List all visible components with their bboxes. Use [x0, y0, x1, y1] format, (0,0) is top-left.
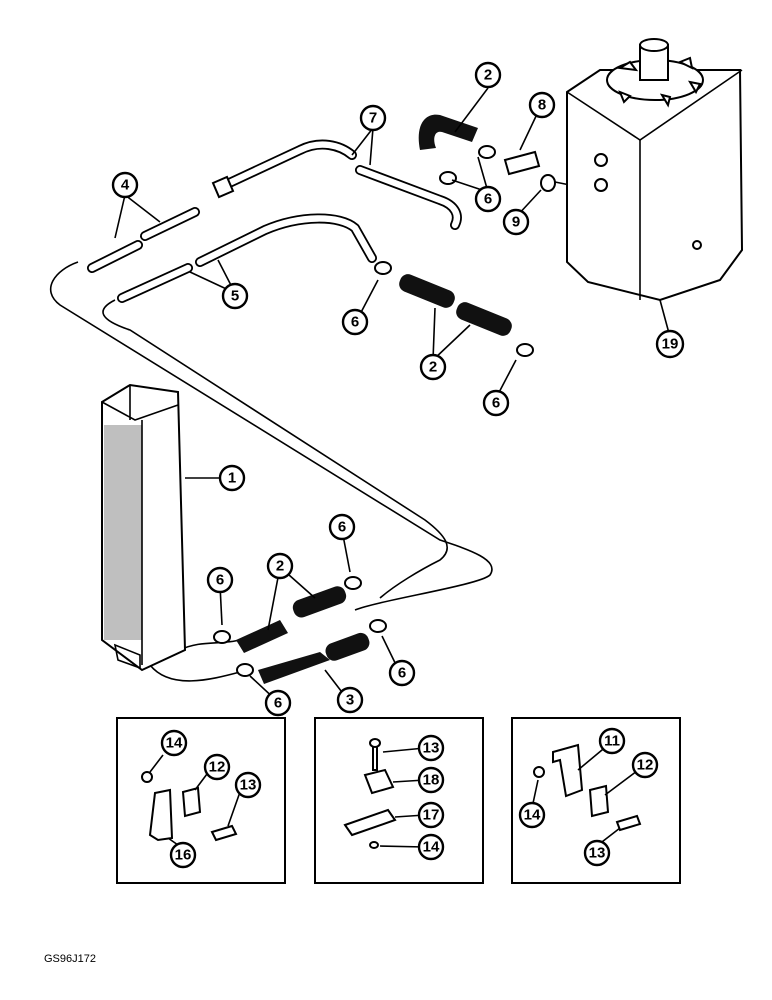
callout-detail-center-13: 13	[417, 734, 445, 762]
callout-detail-right-13: 13	[583, 839, 611, 867]
svg-text:6: 6	[338, 519, 346, 536]
callout-1: 1	[218, 464, 246, 492]
callout-6-mid-left: 6	[341, 308, 369, 336]
callout-6-bottom-left: 6	[264, 689, 292, 717]
clamp-6a	[439, 171, 457, 185]
callout-detail-left-16: 16	[169, 841, 197, 869]
detail-right-parts	[531, 743, 646, 846]
svg-text:19: 19	[662, 336, 679, 353]
svg-text:13: 13	[240, 777, 257, 794]
callout-8: 8	[528, 91, 556, 119]
svg-text:2: 2	[276, 558, 284, 575]
callout-5: 5	[221, 282, 249, 310]
svg-text:13: 13	[423, 740, 440, 757]
svg-text:6: 6	[398, 665, 406, 682]
washer-9	[540, 174, 556, 192]
callout-3: 3	[336, 686, 364, 714]
svg-text:17: 17	[423, 807, 440, 824]
hose-elbow-top-2	[418, 114, 478, 150]
svg-text:11: 11	[604, 733, 620, 750]
reservoir-tank	[566, 38, 744, 302]
callout-detail-center-17: 17	[417, 801, 445, 829]
clamp-6f	[213, 630, 231, 644]
routing-outline-inner	[102, 299, 448, 599]
figure-code: GS96J172	[44, 953, 96, 965]
hose-mid-2b	[456, 302, 512, 336]
svg-text:2: 2	[429, 359, 437, 376]
callout-19: 19	[655, 329, 685, 359]
callout-2-mid: 2	[419, 353, 447, 381]
callout-detail-center-14: 14	[417, 833, 445, 861]
svg-text:4: 4	[121, 177, 130, 194]
clamp-6b	[478, 145, 496, 159]
callout-detail-left-13: 13	[234, 771, 262, 799]
callout-2-top: 2	[474, 61, 502, 89]
clamp-6h	[236, 663, 254, 677]
callout-detail-left-14: 14	[160, 729, 188, 757]
svg-text:6: 6	[492, 395, 500, 412]
callout-detail-left-12: 12	[203, 753, 231, 781]
svg-text:16: 16	[175, 847, 192, 864]
svg-text:6: 6	[351, 314, 359, 331]
callout-detail-right-14: 14	[518, 801, 546, 829]
svg-text:6: 6	[274, 695, 282, 712]
hose-lower-2b	[292, 586, 347, 618]
hose-lower-2a	[236, 620, 288, 653]
svg-text:7: 7	[369, 110, 377, 127]
svg-text:9: 9	[512, 214, 520, 231]
svg-text:12: 12	[209, 759, 226, 776]
callout-4: 4	[111, 171, 139, 199]
callout-detail-right-11: 11	[598, 727, 626, 755]
callout-6-low-right: 6	[328, 513, 356, 541]
routing-outline	[49, 261, 493, 611]
detail-box-center	[314, 717, 484, 884]
svg-text:2: 2	[484, 67, 492, 84]
clamp-6c	[374, 261, 392, 275]
detail-box-left	[116, 717, 286, 884]
svg-text:14: 14	[423, 839, 440, 856]
hose-lower-3b	[325, 632, 370, 661]
svg-text:12: 12	[637, 757, 654, 774]
fitting-8	[503, 150, 541, 176]
callout-detail-center-18: 18	[417, 766, 445, 794]
callout-9: 9	[502, 208, 530, 236]
detail-center-parts	[343, 738, 426, 849]
callout-detail-right-12: 12	[631, 751, 659, 779]
svg-text:18: 18	[423, 772, 440, 789]
svg-text:1: 1	[228, 470, 236, 487]
callout-6-bottom-right: 6	[388, 659, 416, 687]
svg-text:6: 6	[484, 191, 492, 208]
svg-text:14: 14	[166, 735, 183, 752]
svg-text:5: 5	[231, 288, 239, 305]
svg-text:14: 14	[524, 807, 541, 824]
callout-6-mid-right: 6	[482, 389, 510, 417]
cooler-1	[101, 383, 187, 672]
callout-6-low-left: 6	[206, 566, 234, 594]
tube-nut	[211, 175, 235, 199]
detail-left-parts	[141, 754, 241, 846]
callout-7: 7	[359, 104, 387, 132]
svg-text:6: 6	[216, 572, 224, 589]
hose-lower-3a	[258, 652, 330, 684]
clamp-6g	[369, 619, 387, 633]
callout-2-low: 2	[266, 552, 294, 580]
clamp-6e	[344, 576, 362, 590]
svg-text:13: 13	[589, 845, 606, 862]
svg-text:8: 8	[538, 97, 546, 114]
callout-6-top: 6	[474, 185, 502, 213]
clamp-6d	[516, 343, 534, 357]
svg-text:3: 3	[346, 692, 354, 709]
hose-mid-2a	[399, 274, 455, 308]
